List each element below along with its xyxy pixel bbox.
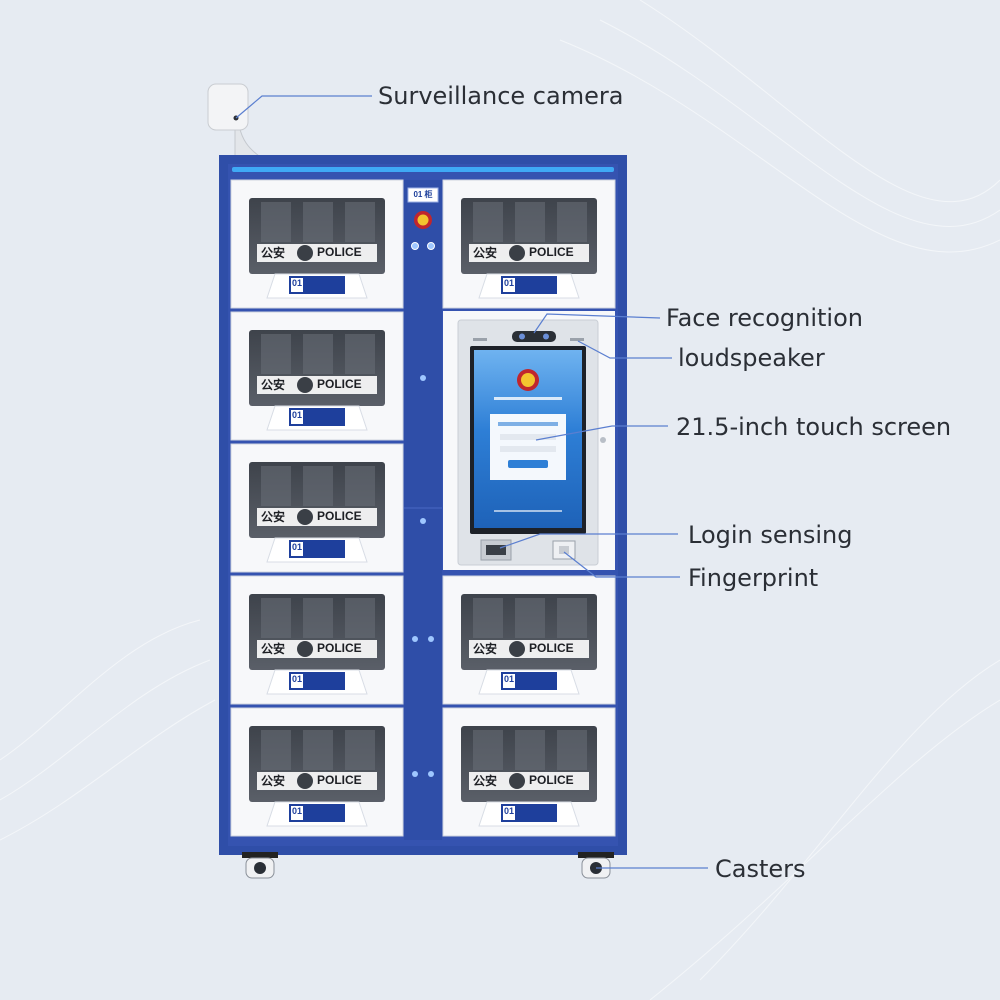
casters (242, 852, 614, 879)
touch-screen-label: 21.5-inch touch screen (676, 413, 952, 441)
casters-label: Casters (715, 855, 806, 883)
leader-fingerprint (563, 551, 680, 578)
loudspeaker-label: loudspeaker (678, 344, 825, 372)
leader-speaker (577, 340, 672, 359)
surveillance-camera (207, 83, 263, 166)
leader-screen (535, 425, 668, 441)
locker-door[interactable] (442, 575, 616, 705)
locker-door[interactable] (230, 443, 404, 573)
locker-door[interactable] (442, 707, 616, 837)
locker-door[interactable] (442, 179, 616, 309)
leader-lines (235, 95, 708, 869)
leader-face (533, 313, 661, 334)
surveillance-camera-label: Surveillance camera (378, 82, 624, 110)
speaker-grille (473, 338, 584, 341)
leader-surveillance (235, 95, 372, 119)
locker-door[interactable] (230, 311, 404, 441)
light-strip (232, 167, 614, 172)
fingerprint-label: Fingerprint (688, 564, 819, 592)
locker-door[interactable] (230, 575, 404, 705)
face-recognition-label: Face recognition (666, 304, 863, 332)
login-sensing-label: Login sensing (688, 521, 853, 549)
column-number-tag: 01 柜 (413, 190, 433, 199)
screen-panel (443, 311, 615, 570)
locker-door[interactable] (230, 707, 404, 837)
leader-login (499, 533, 678, 549)
locker-door[interactable] (230, 179, 404, 309)
center-column (404, 180, 442, 840)
